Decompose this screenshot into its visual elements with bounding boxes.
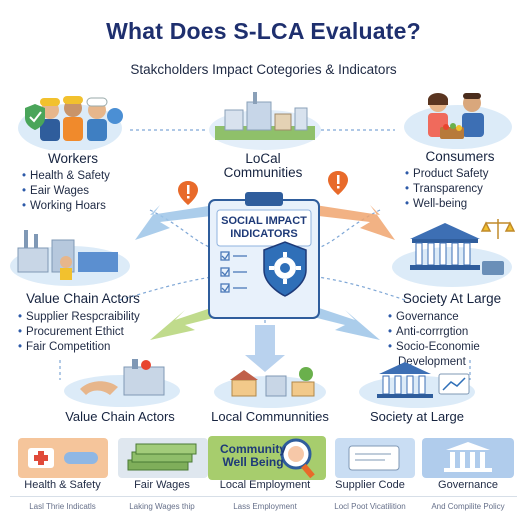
money-stack-icon xyxy=(127,443,197,471)
list-item: •Health & Safety xyxy=(22,170,110,182)
local-communities-illustration xyxy=(209,92,321,150)
footer-divider xyxy=(10,496,517,497)
footer-label-supplier-code: Supplier Code xyxy=(335,479,405,491)
society-bottom-illustration xyxy=(359,362,475,408)
scales-icon xyxy=(480,219,515,239)
value-chain-illustration xyxy=(10,230,130,286)
local-communities-title: LoCal Communities xyxy=(223,151,303,180)
footer-faint-label: Laking Wages thip xyxy=(129,502,195,511)
footer-faint-label: Locl Poot Vicatilition xyxy=(334,502,406,511)
bottom-society-title: Society at Large xyxy=(370,409,464,424)
value-chain-actors-title: Value Chain Actors xyxy=(26,291,140,306)
fair-wages-tile xyxy=(118,438,208,478)
arrow-right-blue xyxy=(305,305,380,340)
footer-label-fair-wages: Fair Wages xyxy=(134,479,190,491)
list-item: •Socio-Economie xyxy=(388,341,480,353)
governance-tile xyxy=(422,438,514,478)
footer-label-local-employment: Local Employment xyxy=(219,479,311,491)
gear-badge-icon xyxy=(107,108,123,124)
list-item: •Procurement Ethict xyxy=(18,326,124,338)
society-at-large-list: •Governance •Anti-corrrgtion •Socio-Econ… xyxy=(388,310,480,370)
list-item: •Eair Wages xyxy=(22,185,90,197)
value-chain-bottom-illustration xyxy=(64,359,180,407)
page-title: What Does S-LCA Evaluate? xyxy=(106,18,421,44)
footer-faint-label: And Compilite Policy xyxy=(431,502,505,511)
workers-list: •Health & Safety •Eair Wages •Working Ho… xyxy=(22,169,110,214)
center-title: SOCIAL IMPACT INDICATORS xyxy=(221,215,307,240)
footer-faint-label: Lass Employment xyxy=(233,502,297,511)
list-item: •Product Safety xyxy=(405,168,489,180)
workers-illustration xyxy=(18,96,123,150)
arrow-down xyxy=(245,325,285,372)
list-item: •Anti-corrrgtion xyxy=(388,326,469,338)
checklist-icon xyxy=(220,251,247,293)
medical-kit-icon xyxy=(28,448,54,468)
warning-pin-icon xyxy=(178,181,198,205)
society-at-large-title: Society At Large xyxy=(402,291,502,306)
footer-label-governance: Governance xyxy=(438,479,498,491)
arrow-right-orange xyxy=(310,205,395,240)
list-item: •Governance xyxy=(388,311,459,323)
bottom-value-chain-title: Value Chain Actors xyxy=(65,409,175,424)
supplier-code-tile xyxy=(335,438,415,478)
warning-pin-icon xyxy=(328,171,348,195)
workers-title: Workers xyxy=(47,151,98,166)
list-item: •Well-being xyxy=(405,198,468,210)
list-item: Development xyxy=(398,356,466,368)
list-item: •Fair Competition xyxy=(18,341,111,353)
value-chain-actors-list: •Supplier Respcraibility •Procurement Et… xyxy=(18,310,140,355)
consumers-title: Consumers xyxy=(425,149,495,164)
arrow-left-blue xyxy=(135,205,220,240)
arrow-left-green xyxy=(150,305,225,340)
footer-faint-label: Lasl Thrie Indicatls xyxy=(29,502,96,511)
local-communities-bottom-illustration xyxy=(214,367,326,408)
community-badge: Community Well Being xyxy=(220,442,286,469)
list-item: •Working Hoars xyxy=(22,200,106,212)
government-building-icon xyxy=(444,442,492,472)
social-impact-clipboard xyxy=(208,192,320,319)
consumers-list: •Product Safety •Transparency •Well-bein… xyxy=(405,167,488,212)
briefcase-icon xyxy=(482,261,504,275)
shield-gear-icon xyxy=(263,241,307,297)
consumers-illustration xyxy=(404,93,512,149)
community-well-being-tile xyxy=(208,436,326,480)
society-illustration xyxy=(392,219,515,287)
health-safety-tile xyxy=(18,438,108,478)
list-item: •Transparency xyxy=(405,183,483,195)
page-subtitle: Stakcholders Impact Cotegories & Indicat… xyxy=(130,62,397,77)
footer-label-health-safety: Health & Safety xyxy=(24,479,101,491)
list-item: •Supplier Respcraibility xyxy=(18,311,140,323)
bottom-local-communities-title: Local Communnities xyxy=(211,409,329,424)
shield-check-icon xyxy=(25,104,45,130)
